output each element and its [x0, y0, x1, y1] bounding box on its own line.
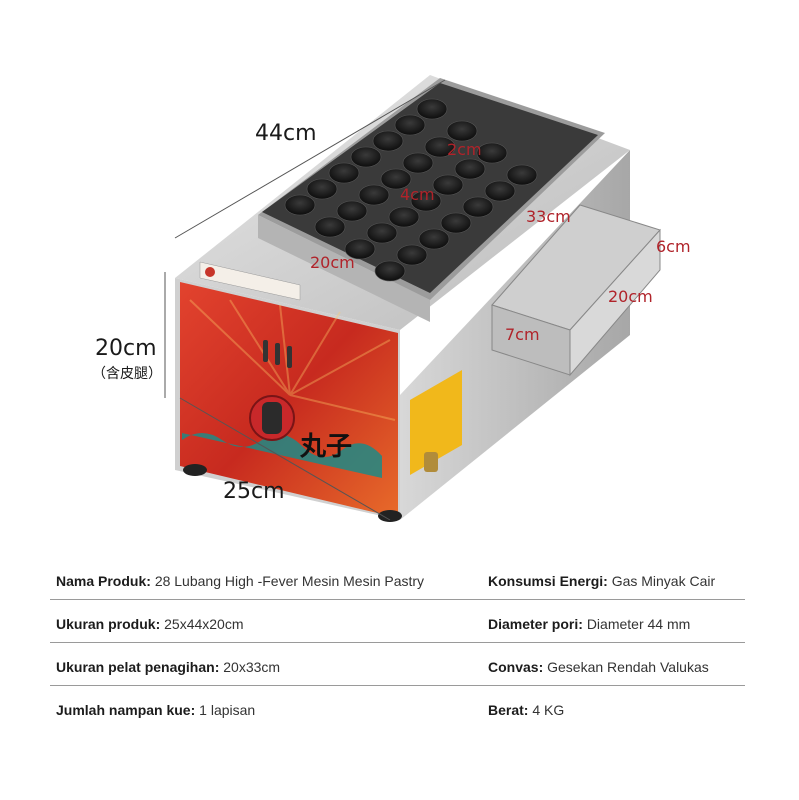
spec-left: Ukuran pelat penagihan: 20x33cm [56, 658, 280, 676]
spec-value: 20x33cm [223, 659, 281, 675]
griddle-hole [424, 136, 456, 158]
griddle-hole [380, 168, 412, 190]
foot-left [183, 464, 207, 476]
griddle-hole [358, 184, 390, 206]
vent-slots [263, 340, 292, 368]
foot-right [378, 510, 402, 522]
wave-decoration [182, 433, 382, 478]
griddle-hole [476, 142, 508, 164]
griddle-hole [454, 158, 486, 180]
spec-value: Gesekan Rendah Valukas [547, 659, 709, 675]
spec-label: Convas: [488, 659, 544, 675]
dimension-height-note: （含皮腿） [92, 366, 162, 382]
dimension-lines [164, 79, 446, 521]
spec-right: Convas: Gesekan Rendah Valukas [488, 658, 709, 676]
spec-value: 4 KG [532, 702, 565, 718]
plate-length-label: 33cm [526, 207, 571, 226]
spec-label: Nama Produk: [56, 573, 151, 589]
spec-left: Nama Produk: 28 Lubang High -Fever Mesin… [56, 572, 424, 590]
griddle-hole [350, 146, 382, 168]
griddle-hole [402, 152, 434, 174]
spec-label: Berat: [488, 702, 529, 718]
spec-label: Jumlah nampan kue: [56, 702, 196, 718]
divider [50, 685, 745, 686]
divider [50, 599, 745, 600]
spec-right: Berat: 4 KG [488, 701, 564, 719]
spec-row: Jumlah nampan kue: 1 lapisan Berat: 4 KG [50, 689, 745, 729]
spec-right: Konsumsi Energi: Gas Minyak Cair [488, 572, 715, 590]
spec-label: Ukuran produk: [56, 616, 161, 632]
tray-width-label: 7cm [505, 325, 540, 344]
spec-row: Ukuran produk: 25x44x20cm Diameter pori:… [50, 603, 745, 643]
dimension-length-label: 44cm [255, 121, 317, 146]
griddle-hole [484, 180, 516, 202]
hole-spacing-label: 4cm [400, 185, 435, 204]
hole-depth-label: 2cm [447, 140, 482, 159]
griddle-hole [284, 194, 316, 216]
griddle-hole [372, 130, 404, 152]
griddle-hole [462, 196, 494, 218]
side-yellow-label [410, 370, 462, 475]
spec-right: Diameter pori: Diameter 44 mm [488, 615, 690, 633]
griddle-holes [284, 98, 538, 282]
griddle-hole [418, 228, 450, 250]
spec-value: Diameter 44 mm [586, 616, 691, 632]
griddle-hole [306, 178, 338, 200]
griddle-hole [314, 216, 346, 238]
spec-label: Diameter pori: [488, 616, 583, 632]
spec-value: 1 lapisan [199, 702, 256, 718]
warning-icon [205, 267, 215, 277]
dimension-depth-label: 25cm [223, 479, 285, 504]
plate-width-label: 20cm [310, 253, 355, 272]
spec-label: Ukuran pelat penagihan: [56, 659, 220, 675]
griddle-plate [262, 83, 598, 293]
griddle-hole [506, 164, 538, 186]
spec-row: Nama Produk: 28 Lubang High -Fever Mesin… [50, 560, 745, 600]
product-photo: 丸子 44cm 20cm （含皮腿） 25cm 2cm 4cm 33cm 20c… [92, 75, 691, 522]
griddle-hole [394, 114, 426, 136]
griddle-hole [366, 222, 398, 244]
gas-inlet [424, 452, 438, 472]
griddle-machine-illustration: 丸子 44cm 20cm （含皮腿） 25cm 2cm 4cm 33cm 20c… [92, 75, 691, 522]
tray-length-label: 20cm [608, 287, 653, 306]
spec-value: Gas Minyak Cair [611, 573, 716, 589]
griddle-hole [336, 200, 368, 222]
griddle-hole [410, 190, 442, 212]
drip-tray [491, 204, 661, 377]
griddle-hole [374, 260, 406, 282]
spec-row: Ukuran pelat penagihan: 20x33cm Convas: … [50, 646, 745, 686]
griddle-hole [416, 98, 448, 120]
spec-left: Jumlah nampan kue: 1 lapisan [56, 701, 255, 719]
gas-control-knob [249, 395, 295, 441]
spec-value: 28 Lubang High -Fever Mesin Mesin Pastry [154, 573, 425, 589]
sunburst-decoration [189, 299, 396, 421]
spec-label: Konsumsi Energi: [488, 573, 608, 589]
griddle-hole [344, 238, 376, 260]
griddle-hole [388, 206, 420, 228]
griddle-hole [446, 120, 478, 142]
spec-value: 25x44x20cm [164, 616, 244, 632]
griddle-hole [328, 162, 360, 184]
spec-left: Ukuran produk: 25x44x20cm [56, 615, 244, 633]
griddle-hole [396, 244, 428, 266]
warning-label [199, 261, 301, 301]
dimension-height-label: 20cm [95, 336, 157, 361]
panel-chinese-text: 丸子 [299, 432, 352, 462]
griddle-plate-edge [258, 215, 430, 322]
spec-table: Nama Produk: 28 Lubang High -Fever Mesin… [0, 560, 799, 800]
griddle-hole [440, 212, 472, 234]
griddle-hole [432, 174, 464, 196]
tray-height-label: 6cm [656, 237, 691, 256]
divider [50, 642, 745, 643]
